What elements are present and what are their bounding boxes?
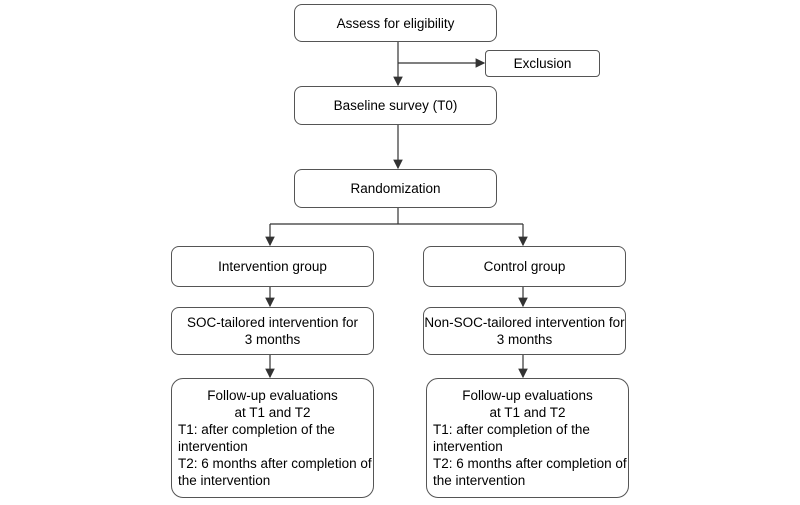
assess-eligibility-box: Assess for eligibility — [294, 4, 497, 42]
baseline-survey-box: Baseline survey (T0) — [294, 86, 497, 125]
soc-tailored-box: SOC-tailored intervention for 3 months — [171, 307, 374, 355]
randomization-box: Randomization — [294, 169, 497, 208]
followup-t1-line2: intervention — [178, 439, 248, 454]
followup-t1-line1: T1: after completion of the — [433, 422, 590, 437]
followup-line1: Follow-up evaluations — [462, 388, 593, 403]
followup-line2: at T1 and T2 — [234, 405, 311, 420]
soc-tailored-line1: SOC-tailored intervention for — [186, 315, 359, 330]
intervention-group-label: Intervention group — [218, 259, 327, 274]
non-soc-tailored-box: Non-SOC-tailored intervention for 3 mont… — [423, 307, 626, 355]
followup-line1: Follow-up evaluations — [207, 388, 338, 403]
followup-t1-line2: intervention — [433, 439, 503, 454]
followup-t2-line1: T2: 6 months after completion of — [433, 456, 627, 471]
control-group-box: Control group — [423, 246, 626, 287]
control-group-label: Control group — [483, 259, 566, 274]
followup-t2-line2: the intervention — [433, 473, 526, 488]
followup-line2: at T1 and T2 — [489, 405, 566, 420]
followup-box-control: Follow-up evaluations at T1 and T2 T1: a… — [426, 378, 629, 498]
soc-tailored-line2: 3 months — [244, 332, 301, 347]
non-soc-tailored-line1: Non-SOC-tailored intervention for — [424, 315, 625, 330]
randomization-label: Randomization — [350, 181, 441, 196]
non-soc-tailored-line2: 3 months — [496, 332, 553, 347]
assess-eligibility-label: Assess for eligibility — [336, 15, 455, 31]
followup-box-intervention: Follow-up evaluations at T1 and T2 T1: a… — [171, 378, 374, 498]
followup-t2-line2: the intervention — [178, 473, 271, 488]
intervention-group-box: Intervention group — [171, 246, 374, 287]
baseline-survey-label: Baseline survey (T0) — [333, 98, 458, 113]
followup-t2-line1: T2: 6 months after completion of — [178, 456, 372, 471]
exclusion-box: Exclusion — [485, 50, 600, 77]
followup-t1-line1: T1: after completion of the — [178, 422, 335, 437]
exclusion-label: Exclusion — [513, 56, 572, 71]
